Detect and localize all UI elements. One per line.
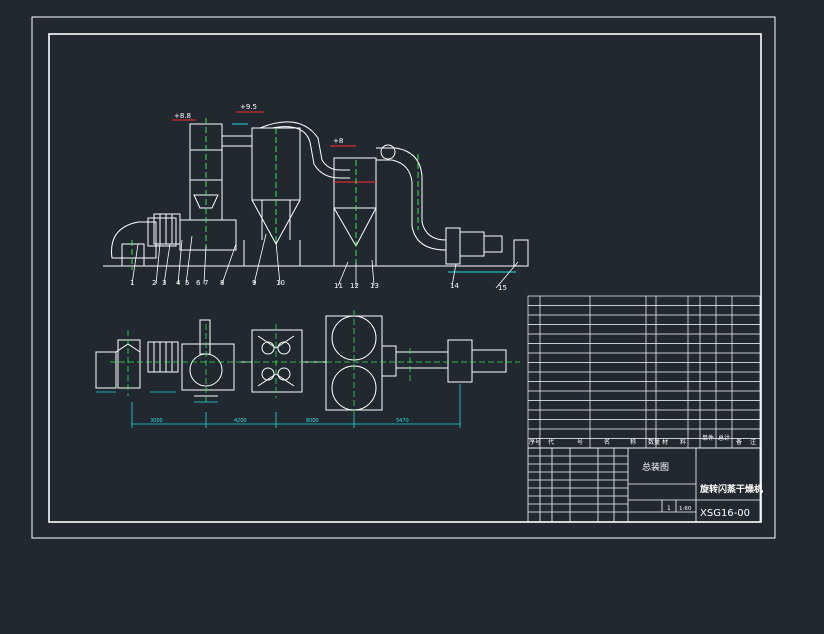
bom-header-cell: 代 [548, 438, 554, 446]
part-number: 14 [450, 282, 459, 290]
bom-header-cell: 称 [630, 438, 636, 446]
bom-header-cell: 总计 [718, 434, 730, 442]
bom-header-cell: 单件 [702, 434, 714, 442]
part-leaders [131, 233, 519, 289]
plan-centerlines [110, 310, 520, 414]
dimension-label: 8000 [306, 418, 319, 424]
part-number: 3 [162, 279, 166, 287]
part-number: 6 [196, 279, 201, 287]
drawing-number: XSG16-00 [700, 508, 750, 519]
part-number: 2 [152, 279, 156, 287]
plan-dimensions [96, 384, 461, 428]
part-number: 12 [350, 282, 359, 290]
tower-plan [181, 343, 235, 391]
part-number: 9 [252, 279, 256, 287]
quantity-value: 1 [667, 505, 671, 512]
part-number: 11 [334, 282, 343, 290]
bag-filter [333, 157, 377, 266]
part-number: 7 [204, 279, 208, 287]
overall-drawing-title: 总装图 [642, 461, 669, 473]
heater-plan [147, 341, 179, 373]
part-number: 5 [185, 279, 189, 287]
elevation-view [103, 111, 529, 273]
bom-header-cell: 备 [736, 438, 742, 446]
part-number: 1 [130, 279, 134, 287]
bom-header: 序号 代 号 名 称 数量 材 料 单件 总计 备 注 [529, 434, 756, 446]
plan-view [95, 315, 507, 411]
part-number: 10 [276, 279, 285, 287]
bom-header-cell: 料 [680, 438, 686, 446]
part-number-labels: 1 2 3 4 5 6 7 8 9 10 11 12 13 14 15 [130, 279, 507, 292]
part-number: 13 [370, 282, 379, 290]
bom-header-cell: 数量 [648, 438, 660, 446]
elevation-mark-2: +9.5 [240, 103, 257, 111]
dimension-label: 3000 [150, 418, 163, 424]
duct-cyclone-to-filter [259, 121, 350, 179]
title-block [527, 447, 761, 523]
elevation-mark-1: +8.8 [174, 112, 191, 120]
machine-name: 旋转闪蒸干燥机 [699, 483, 763, 495]
elevation-mark-3: +8 [333, 137, 343, 145]
part-number: 8 [220, 279, 224, 287]
cyclone-separator [243, 127, 301, 266]
plan-dimension-labels: 3000 4200 8000 5470 [150, 418, 409, 424]
blower-fan [111, 217, 177, 267]
drying-tower [179, 123, 252, 251]
bom-header-cell: 序号 [529, 438, 541, 446]
bom-header-cell: 材 [662, 438, 668, 446]
bill-of-materials [527, 295, 761, 449]
drawing-frame [48, 33, 762, 523]
part-number: 4 [176, 279, 181, 287]
bom-header-cell: 名 [604, 438, 610, 446]
scale-value: 1:60 [679, 506, 692, 512]
bom-header-cell: 注 [750, 438, 756, 446]
cyclone-plan [251, 329, 303, 393]
induced-draft-fan [445, 227, 529, 267]
dimension-label: 5470 [396, 418, 409, 424]
blower-plan [95, 351, 117, 389]
part-number: 15 [498, 284, 507, 292]
sheet-border [31, 16, 776, 539]
fan-plan [447, 339, 473, 383]
duct-elbow [380, 144, 396, 160]
exhaust-duct [376, 147, 447, 251]
bom-header-cell: 号 [577, 439, 583, 446]
dimension-label: 4200 [234, 418, 247, 424]
